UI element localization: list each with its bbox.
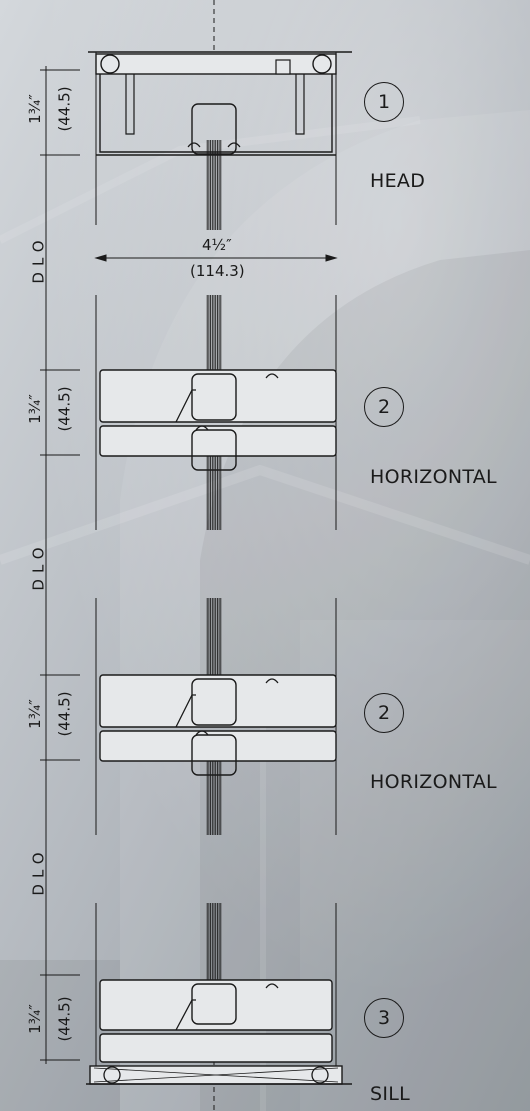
horizontal-upper-chamber-2 [99, 674, 337, 728]
detail-label-horizontal-2: HORIZONTAL [370, 771, 497, 793]
head-right-web [295, 74, 305, 135]
height-dim-metric-2: (44.5) [55, 386, 74, 432]
detail-number-horizontal-1: 2 [364, 387, 404, 427]
sill-upper-chamber [99, 979, 333, 1031]
dlo-label-1: DLO [29, 234, 48, 284]
width-arrow-left [94, 254, 107, 262]
sill-lower-chamber [99, 1033, 333, 1063]
horizontal-gaskets-2 [195, 678, 279, 736]
height-dim-imperial-4: 1¾″ [25, 1004, 44, 1034]
head-top-rail [95, 53, 337, 75]
dlo-label-3: DLO [29, 846, 48, 896]
sill-glazing-pocket [191, 983, 237, 1025]
horizontal-lower-pocket-1 [191, 429, 237, 471]
horizontal-lower-chamber-1 [99, 425, 337, 457]
detail-label-head: HEAD [370, 170, 426, 192]
detail-label-sill: SILL [370, 1083, 411, 1105]
sill-base-cross-2 [93, 1067, 339, 1083]
sill-gasket-right [311, 1066, 329, 1084]
height-dim-imperial-2: 1¾″ [25, 394, 44, 424]
head-left-web [125, 74, 135, 135]
head-body [99, 74, 333, 153]
head-gasket-left [100, 54, 120, 74]
height-dim-imperial-3: 1¾″ [25, 699, 44, 729]
horizontal-lower-pocket-2 [191, 734, 237, 776]
horizontal-gaskets-1 [195, 373, 279, 431]
sill-gasket [265, 983, 279, 989]
height-dim-metric-4: (44.5) [55, 996, 74, 1042]
head-clip [275, 59, 291, 75]
height-dim-metric-3: (44.5) [55, 691, 74, 737]
detail-number-horizontal-2: 2 [364, 693, 404, 733]
detail-label-horizontal-1: HORIZONTAL [370, 466, 497, 488]
height-dim-metric-1: (44.5) [55, 86, 74, 132]
detail-number-head: 1 [364, 82, 404, 122]
horizontal-upper-chamber-1 [99, 369, 337, 423]
dlo-label-2: DLO [29, 541, 48, 591]
width-dimension-imperial: 4½″ [202, 236, 232, 254]
height-dim-imperial-1: 1¾″ [25, 94, 44, 124]
head-glazing-pocket [191, 103, 237, 155]
horizontal-glazing-pocket-1 [191, 373, 237, 421]
sill-gasket-left [103, 1066, 121, 1084]
detail-number-sill: 3 [364, 998, 404, 1038]
width-dimension-metric: (114.3) [190, 262, 245, 280]
width-arrow-right [325, 254, 338, 262]
horizontal-glazing-pocket-2 [191, 678, 237, 726]
head-gaskets [187, 142, 241, 148]
head-gasket-right [312, 54, 332, 74]
horizontal-lower-chamber-2 [99, 730, 337, 762]
